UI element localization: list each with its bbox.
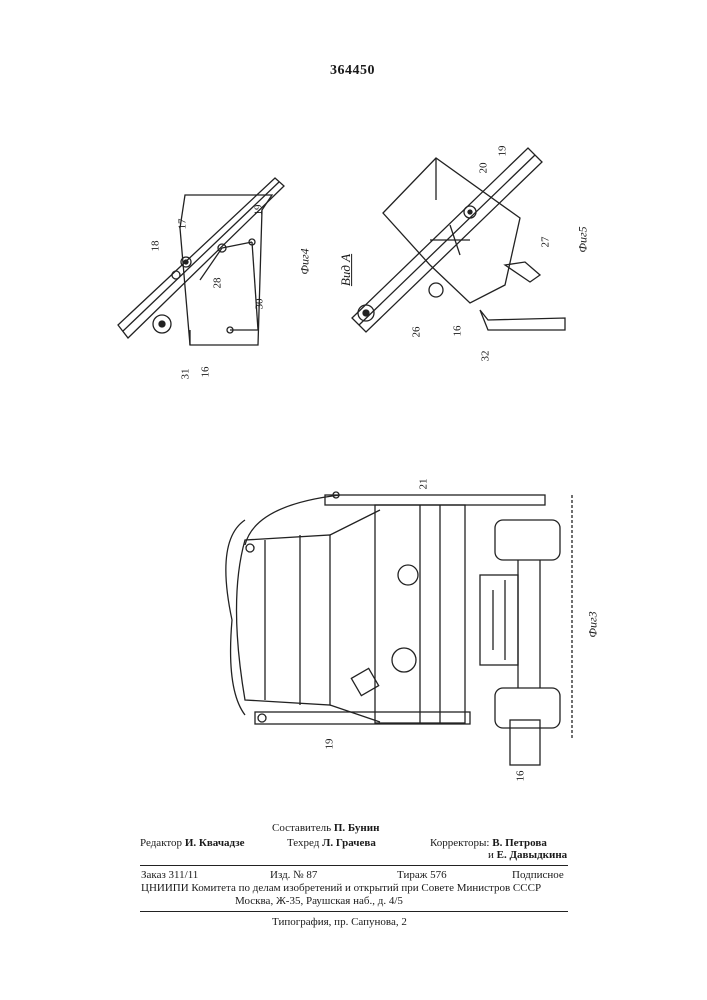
fig3-label-19: 19 — [324, 739, 336, 750]
compiler-label: Составитель — [272, 822, 331, 834]
circulation: Тираж 576 — [397, 869, 447, 881]
compiler-line: Составитель П. Бунин — [272, 822, 379, 834]
correctors-label: Корректоры: — [430, 837, 489, 849]
address: Москва, Ж-35, Раушская наб., д. 4/5 — [235, 895, 403, 907]
correctors-line: Корректоры: В. Петрова — [430, 837, 547, 849]
fig4-label-16: 16 — [200, 367, 212, 378]
fig5-label-20: 20 — [478, 163, 490, 174]
compiler-name: П. Бунин — [334, 822, 380, 834]
techred-label: Техред — [287, 837, 319, 849]
techred-line: Техред Л. Грачева — [287, 837, 376, 849]
fig3-caption: Фиг3 — [586, 611, 601, 637]
editor-label: Редактор — [140, 837, 182, 849]
fig5-label-26: 26 — [411, 327, 423, 338]
fig5-caption: Фиг5 — [576, 226, 591, 252]
fig3-drawing — [226, 492, 572, 765]
corrector-name-2: Е. Давыдкина — [497, 849, 568, 861]
fig5-drawing — [352, 148, 565, 332]
printing-house: Типография, пр. Сапунова, 2 — [272, 916, 407, 928]
fig4-label-30: 30 — [254, 299, 266, 310]
imprint-rule-bottom — [140, 911, 568, 912]
fig4-label-31: 31 — [180, 369, 192, 380]
fig4-label-18: 18 — [150, 241, 162, 252]
techred-name: Л. Грачева — [322, 837, 376, 849]
editor-name: И. Квачадзе — [185, 837, 245, 849]
fig3-label-21: 21 — [418, 479, 430, 490]
fig3-label-16: 16 — [515, 771, 527, 782]
subscription-status: Подписное — [512, 869, 564, 881]
view-a-caption: Вид А — [338, 254, 354, 286]
fig5-label-19: 19 — [497, 146, 509, 157]
imprint-rule-top — [140, 865, 568, 866]
fig5-label-16: 16 — [452, 326, 464, 337]
organization: ЦНИИПИ Комитета по делам изобретений и о… — [141, 882, 541, 894]
editor-line: Редактор И. Квачадзе — [140, 837, 245, 849]
corrector-name-1: В. Петрова — [492, 837, 547, 849]
fig4-label-17: 17 — [177, 219, 189, 230]
edition-number: Изд. № 87 — [270, 869, 317, 881]
fig4-label-28: 28 — [212, 278, 224, 289]
correctors-line-2: и Е. Давыдкина — [488, 849, 567, 861]
order-number: Заказ 311/11 — [141, 869, 198, 881]
fig5-label-27: 27 — [540, 237, 552, 248]
fig4-caption: Фиг4 — [298, 248, 313, 274]
fig4-label-19: 19 — [253, 205, 265, 216]
fig5-label-32: 32 — [480, 351, 492, 362]
fig4-drawing — [118, 178, 284, 345]
correctors-and: и — [488, 849, 494, 861]
